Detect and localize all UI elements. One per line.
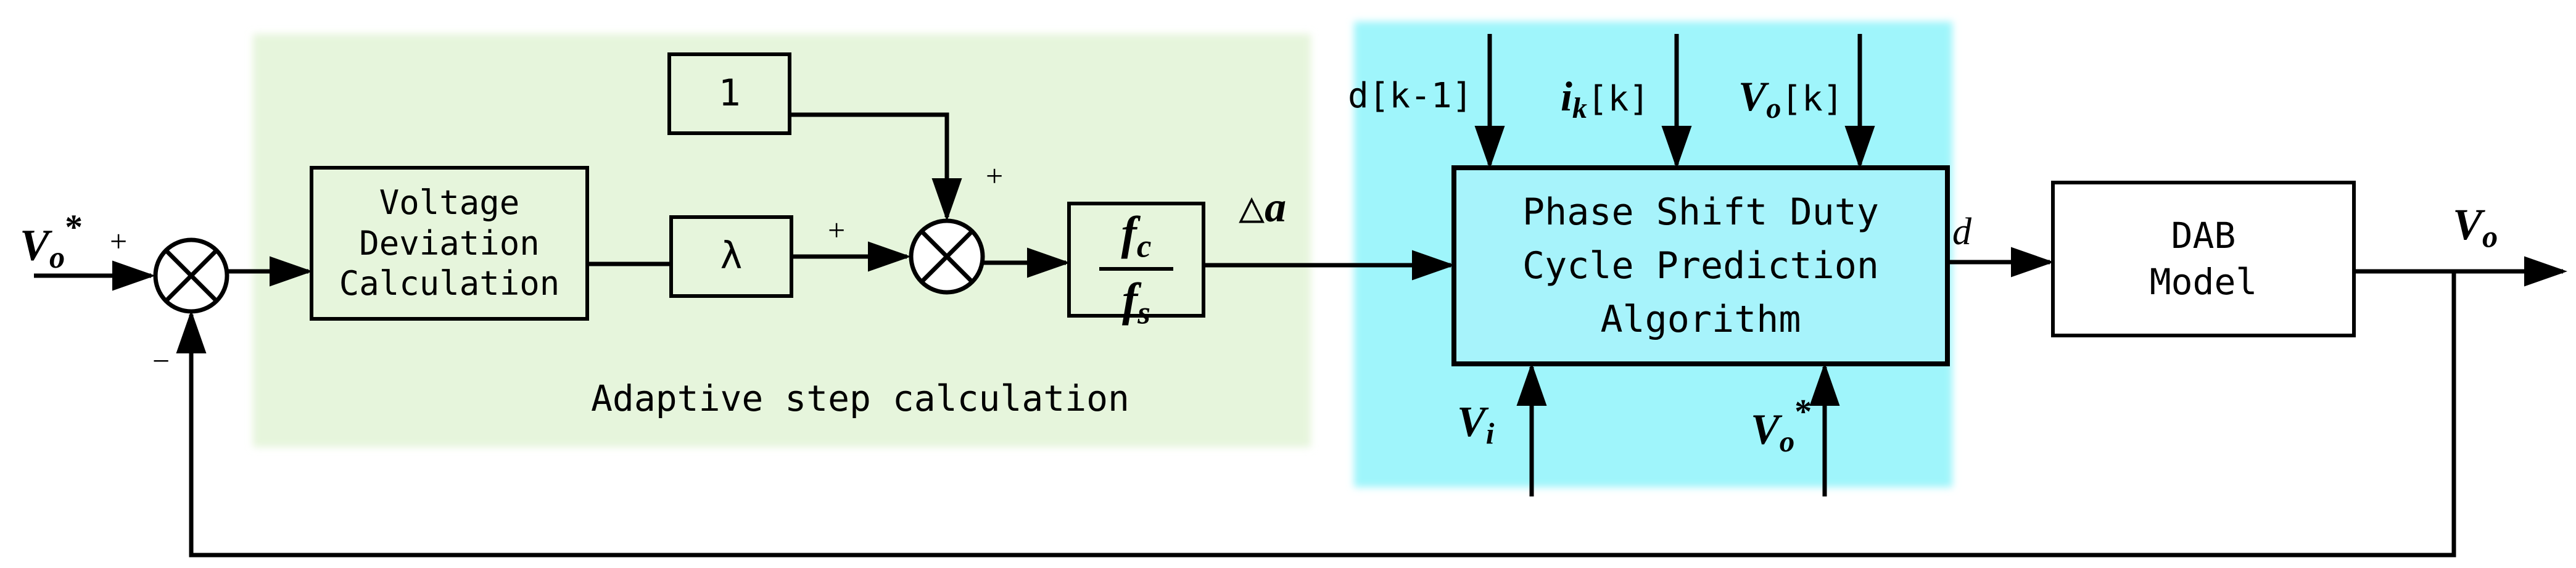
constant-one-block [667,52,791,135]
ik-letter: i [1561,73,1572,120]
vo-ref-input-label: Vo* [20,210,83,273]
sum2-plus-top-sign: + [986,158,1004,193]
dab-model-line-1: DAB [2171,214,2236,257]
lambda-label: λ [671,217,791,296]
adaptive-step-region [253,34,1311,447]
vo-ref-input-sup: * [65,208,83,247]
vo-ref-second-v: V [1751,406,1780,454]
vi-sub: i [1485,416,1495,451]
vo-k-letter: V [1738,73,1767,120]
fraction-denominator-f: f [1121,274,1138,326]
fraction-bar [1099,267,1173,271]
lambda-text: λ [720,234,743,278]
arrow-one-to-sum2 [790,112,962,221]
vo-ref-second-sup: * [1794,393,1812,431]
fraction-label: fc fs [1069,207,1203,332]
phase-shift-label: Phase Shift Duty Cycle Prediction Algori… [1454,168,1947,364]
vo-ref-second-sub: o [1779,424,1795,458]
fraction-numerator-f: f [1121,207,1137,259]
phase-shift-block [1451,165,1950,366]
adaptive-step-label: Adaptive step calculation [591,377,1129,419]
sum1-minus-sign: − [152,344,170,378]
fraction-numerator-sub: c [1136,228,1152,265]
sum2-plus-left-sign: + [828,213,846,247]
voltage-deviation-line-1: Voltage [379,183,520,222]
voltage-deviation-line-3: Calculation [339,264,560,303]
vo-output-v: V [2453,200,2483,249]
vo-ref-second-label: Vo* [1751,395,1812,456]
vo-output-label: Vo [2453,202,2498,252]
vo-ref-input-v: V [20,220,50,270]
ik-index: [k] [1587,79,1650,119]
phase-shift-line-3: Algorithm [1600,297,1801,341]
dab-model-label: DAB Model [2053,183,2354,335]
summing-junction-2 [909,218,985,295]
vo-k-sub: o [1766,92,1781,125]
ik-label: ik[k] [1561,75,1649,123]
fraction-numerator: fc [1121,207,1152,265]
delta-a-symbol: △ [1239,181,1265,232]
vi-label: Vi [1457,398,1495,451]
ik-sub: k [1572,92,1587,125]
vo-output-sub: o [2482,219,2498,254]
d-output-label: d [1952,211,1971,253]
vi-letter: V [1457,398,1486,446]
delta-a-letter: a [1265,184,1287,231]
feedback-path [176,271,2456,558]
vo-k-label: Vo[k] [1738,75,1844,123]
constant-one-label: 1 [669,54,790,133]
vo-ref-input-sub: o [49,240,65,275]
voltage-deviation-label: Voltage Deviation Calculation [312,168,587,319]
summing-junction-1 [153,237,229,314]
voltage-deviation-line-2: Deviation [359,223,540,263]
phase-shift-line-1: Phase Shift Duty [1522,190,1879,234]
sum1-plus-sign: + [110,224,128,258]
constant-one-text: 1 [718,72,741,115]
vo-k-index: [k] [1781,79,1844,119]
voltage-deviation-block [310,166,589,321]
dab-model-line-2: Model [2149,261,2258,303]
phase-shift-line-2: Cycle Prediction [1522,244,1879,287]
delta-a-label: △a [1239,185,1286,229]
d-prev-label: d[k-1] [1348,76,1473,116]
fraction-denominator: fs [1122,273,1150,331]
fraction-denominator-sub: s [1137,294,1150,331]
